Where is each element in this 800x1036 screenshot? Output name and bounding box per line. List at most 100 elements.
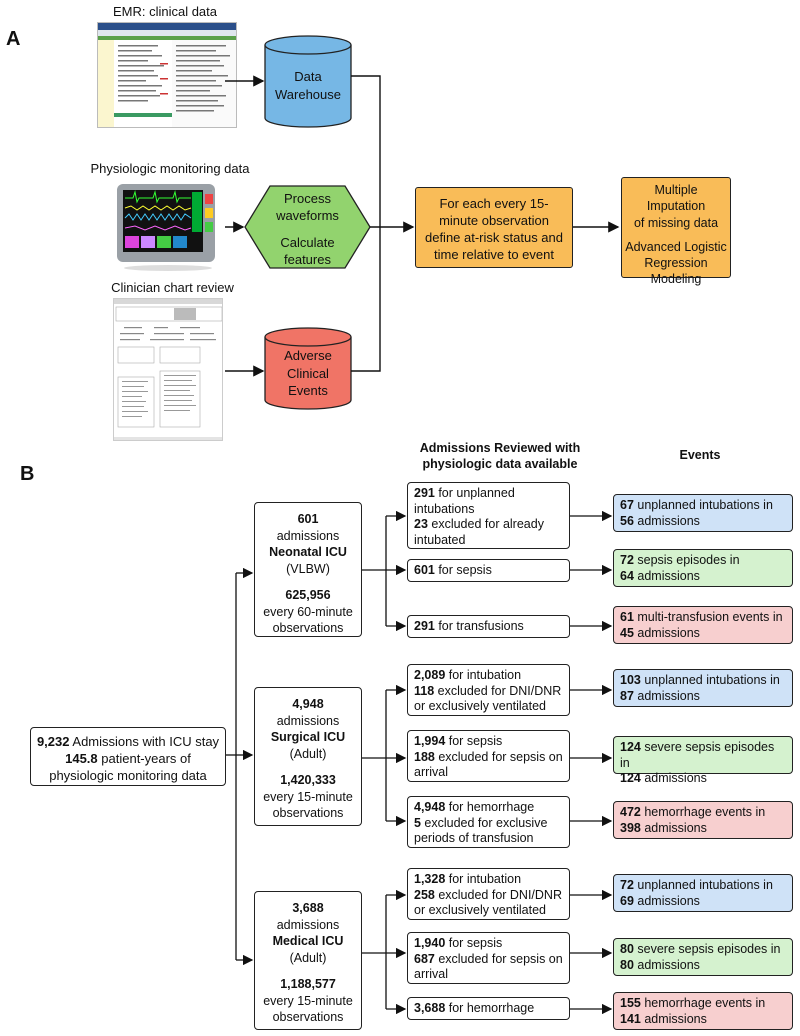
- review-text: for transfusions: [434, 619, 524, 633]
- unit-box-neonatal: 601 admissions Neonatal ICU (VLBW) 625,9…: [254, 502, 362, 637]
- unit-admissions-count: 601: [297, 512, 319, 526]
- excluded-text: excluded for sepsis on: [434, 951, 563, 966]
- model-line-2: of missing data: [633, 215, 719, 230]
- adverse-line-2: Clinical: [287, 365, 329, 381]
- review-count: 291: [414, 486, 435, 500]
- root-admissions-text: Admissions with ICU stay: [69, 734, 220, 749]
- review-text: for sepsis: [434, 563, 492, 577]
- unit-admissions-count: 3,688: [292, 901, 324, 915]
- event-text: hemorrhage events in: [640, 805, 766, 819]
- review-count: 601: [414, 563, 435, 577]
- model-line-4: Advanced Logistic: [625, 239, 727, 254]
- event-admissions-count: 398: [620, 820, 641, 835]
- event-text: unplanned intubations in: [633, 498, 773, 512]
- physio-caption: Physiologic monitoring data: [90, 161, 250, 176]
- data-warehouse-line-2: Warehouse: [275, 86, 341, 102]
- review-text-cont: intubations: [414, 501, 475, 516]
- event-box-intubation: 72 unplanned intubations in 69 admission…: [613, 874, 793, 912]
- event-admissions-count: 80: [620, 957, 634, 972]
- review-text: for intubation: [445, 872, 522, 886]
- excluded-text-cont: periods of transfusion: [414, 831, 534, 846]
- review-box: 1,940 for sepsis 687 excluded for sepsis…: [407, 932, 570, 984]
- model-line-6: Modeling: [650, 272, 702, 287]
- event-admissions-count: 45: [620, 625, 634, 640]
- review-box: 2,089 for intubation 118 excluded for DN…: [407, 664, 570, 716]
- review-count: 2,089: [414, 668, 446, 682]
- event-admissions-count: 56: [620, 513, 634, 528]
- root-monitoring-text: physiologic monitoring data: [49, 767, 207, 783]
- unit-admissions-count: 4,948: [292, 697, 324, 711]
- excluded-text: excluded for exclusive: [420, 815, 548, 830]
- review-box: 601 for sepsis: [407, 559, 570, 582]
- review-text: for sepsis: [445, 936, 503, 950]
- unit-name: Medical ICU: [272, 934, 344, 948]
- event-admissions-text: admissions: [633, 513, 700, 528]
- adverse-line-3: Events: [288, 383, 328, 399]
- excluded-count: 5: [414, 815, 421, 830]
- event-count: 472: [620, 805, 641, 819]
- event-text: severe sepsis episodes in: [633, 942, 781, 956]
- event-text: multi-transfusion events in: [633, 610, 783, 624]
- event-text: sepsis episodes in: [633, 553, 740, 567]
- adverse-events-label: Adverse Clinical Events: [265, 347, 351, 400]
- event-text: hemorrhage events in: [640, 996, 766, 1010]
- event-box-sepsis: 124 severe sepsis episodes in 124 admiss…: [613, 736, 793, 785]
- model-box: Multiple Imputation of missing data Adva…: [621, 177, 731, 286]
- define-observation-box: For each every 15-minute observation def…: [415, 187, 573, 268]
- event-count: 72: [620, 553, 634, 567]
- event-count: 103: [620, 673, 641, 687]
- panel-a-label: A: [6, 28, 21, 50]
- excluded-text-cont: or exclusively ventilated: [414, 903, 547, 918]
- emr-screenshot-image: [97, 22, 237, 128]
- excluded-count: 23: [414, 517, 428, 532]
- unit-observation-count: 625,956: [285, 588, 331, 602]
- excluded-count: 258: [414, 887, 435, 902]
- root-admissions-box: 9,232 Admissions with ICU stay 145.8 pat…: [30, 727, 226, 786]
- process-hexagon: [244, 185, 371, 269]
- excluded-count: 687: [414, 951, 435, 966]
- review-text: for unplanned: [434, 486, 515, 500]
- review-box: 1,328 for intubation 258 excluded for DN…: [407, 868, 570, 920]
- excluded-text-cont: arrival: [414, 765, 449, 780]
- excluded-count: 118: [414, 683, 435, 698]
- review-count: 1,994: [414, 734, 446, 748]
- data-warehouse-line-1: Data: [294, 69, 322, 84]
- event-box-hemorrhage: 155 hemorrhage events in 141 admissions: [613, 992, 793, 1030]
- event-box-sepsis: 72 sepsis episodes in 64 admissions: [613, 549, 793, 587]
- excluded-text: excluded for already: [427, 517, 544, 532]
- event-box-intubation: 67 unplanned intubations in 56 admission…: [613, 494, 793, 532]
- data-warehouse-label: Data Warehouse: [265, 68, 351, 103]
- adverse-events-cylinder: [264, 327, 352, 410]
- unit-observation-interval: every 15-minute: [263, 789, 353, 804]
- review-count: 3,688: [414, 1001, 446, 1015]
- data-warehouse-cylinder: [264, 35, 352, 128]
- event-admissions-text: admissions: [633, 893, 700, 908]
- event-admissions-text: admissions: [633, 625, 700, 640]
- unit-name: Surgical ICU: [270, 730, 346, 744]
- event-admissions-count: 124: [620, 771, 641, 786]
- event-count: 67: [620, 498, 634, 512]
- unit-name: Neonatal ICU: [269, 545, 347, 559]
- review-count: 1,940: [414, 936, 446, 950]
- excluded-text-cont: arrival: [414, 967, 449, 982]
- patient-monitor-image: [113, 180, 223, 272]
- events-header: Events: [679, 448, 721, 462]
- unit-subtitle: (Adult): [289, 746, 327, 761]
- excluded-text-cont: intubated: [414, 532, 466, 547]
- root-admissions-count: 9,232: [36, 734, 70, 749]
- event-count: 124: [620, 740, 641, 754]
- excluded-text: excluded for sepsis on: [434, 749, 563, 764]
- process-line-2: waveforms: [276, 208, 339, 224]
- excluded-text-cont: or exclusively ventilated: [414, 699, 547, 714]
- event-admissions-count: 64: [620, 568, 634, 583]
- event-box-sepsis: 80 severe sepsis episodes in 80 admissio…: [613, 938, 793, 976]
- process-line-5: features: [284, 251, 331, 267]
- chart-review-form-image: [113, 298, 223, 441]
- review-text: for hemorrhage: [445, 1001, 535, 1015]
- review-count: 1,328: [414, 872, 446, 886]
- event-text: unplanned intubations in: [640, 673, 780, 687]
- event-admissions-text: admissions: [633, 688, 700, 703]
- unit-observation-interval: every 60-minute: [263, 604, 353, 619]
